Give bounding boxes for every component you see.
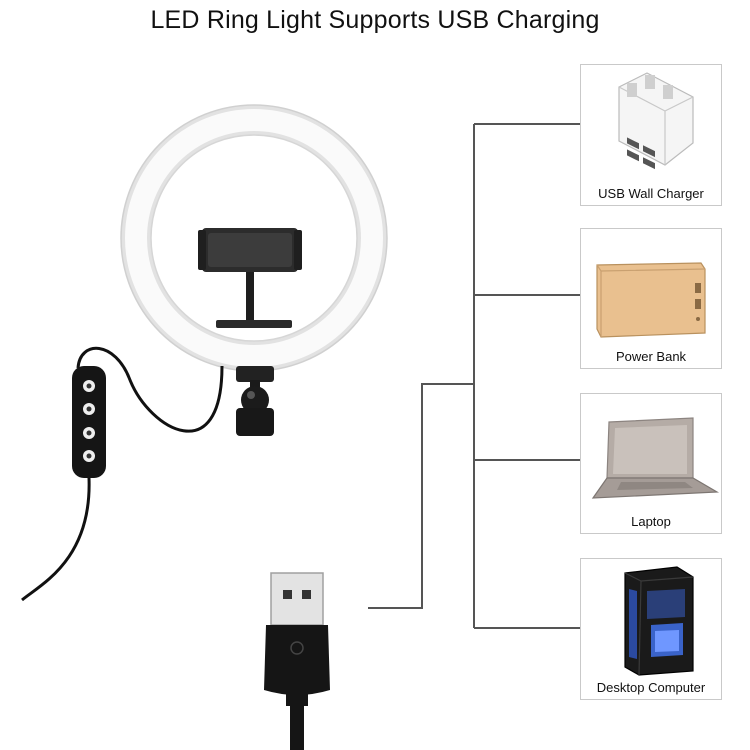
device-card-power-bank: Power Bank <box>580 228 722 369</box>
device-card-laptop: Laptop <box>580 393 722 534</box>
usb-plug-icon <box>264 572 330 750</box>
ball-head-mount-icon <box>236 366 274 436</box>
device-label: USB Wall Charger <box>598 186 704 201</box>
device-card-desktop-computer: Desktop Computer <box>580 558 722 700</box>
ring-cable <box>76 346 224 433</box>
usb-wall-charger-icon <box>618 72 694 170</box>
power-bank-icon <box>596 262 706 338</box>
phone-holder-icon <box>198 228 302 328</box>
page-title: LED Ring Light Supports USB Charging <box>150 6 600 34</box>
ring-light-icon <box>120 104 388 372</box>
device-label: Laptop <box>631 514 671 529</box>
device-label: Power Bank <box>615 349 687 364</box>
device-card-usb-wall-charger: USB Wall Charger <box>580 64 722 206</box>
laptop-icon <box>591 417 720 499</box>
remote-control-icon <box>72 366 106 478</box>
desktop-computer-icon <box>624 566 694 676</box>
remote-cable <box>21 477 91 602</box>
device-label: Desktop Computer <box>596 680 706 695</box>
connector-lines <box>368 123 580 629</box>
